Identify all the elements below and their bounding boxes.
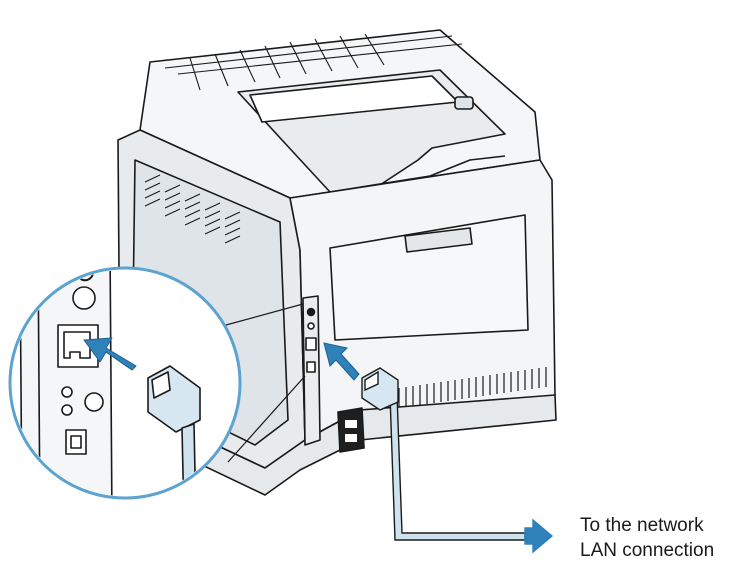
power-socket-inner [345, 420, 357, 428]
printer [117, 29, 557, 496]
panel-lan-jack [305, 337, 317, 351]
magnifier-ring [8, 266, 242, 500]
panel-port-2 [307, 322, 315, 330]
zoom-rj45-tip [151, 371, 171, 399]
door-handle [404, 227, 473, 253]
zoom-panel-edge [37, 270, 41, 496]
magnifier [8, 266, 242, 500]
zoom-led-2 [61, 404, 73, 416]
zoom-cable [181, 423, 197, 496]
rj45-plug-tip [364, 370, 379, 392]
insert-arrow-small [323, 342, 360, 381]
printer-base [117, 394, 557, 496]
zoom-led-1 [61, 386, 73, 398]
power-socket [337, 407, 365, 453]
magnifier-leader-lines [214, 303, 306, 463]
cable-end-arrow [524, 518, 554, 554]
panel-usb-port [306, 361, 316, 373]
zoom-knob [84, 392, 104, 412]
left-vent-grille [144, 174, 241, 244]
insert-arrow-large [83, 337, 137, 371]
printer-top-ribs [164, 33, 463, 91]
caption-line-1: To the network [580, 515, 704, 536]
zoom-usb-port-inner [70, 435, 82, 449]
panel-port-1 [306, 307, 316, 317]
network-cable [361, 367, 554, 554]
top-button [454, 96, 474, 110]
zoom-port-circle [72, 286, 96, 310]
power-socket-inner-2 [345, 434, 357, 442]
side-door [329, 214, 529, 341]
caption-line-2: LAN connection [580, 540, 715, 561]
